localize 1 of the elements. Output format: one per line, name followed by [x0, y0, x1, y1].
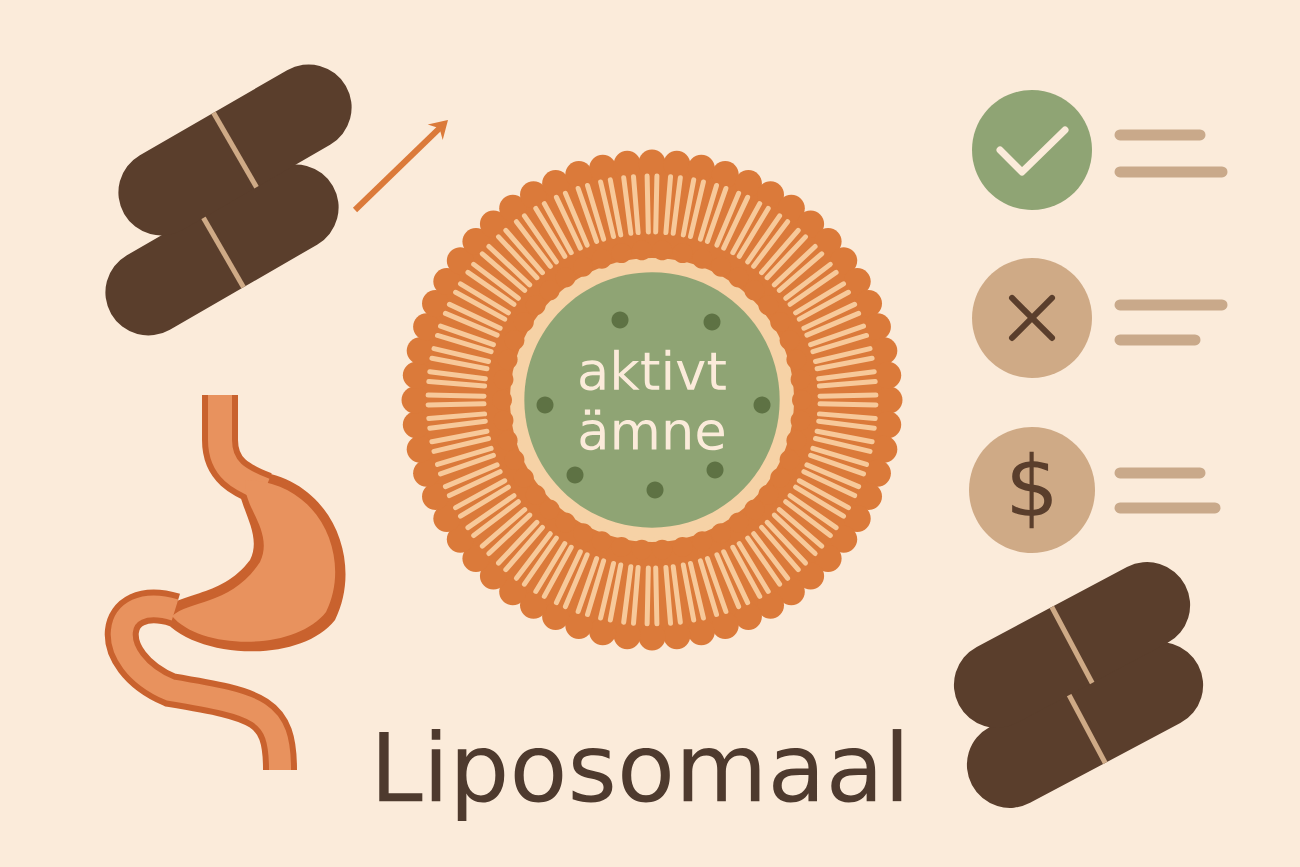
title: Liposomaal — [379, 729, 902, 821]
